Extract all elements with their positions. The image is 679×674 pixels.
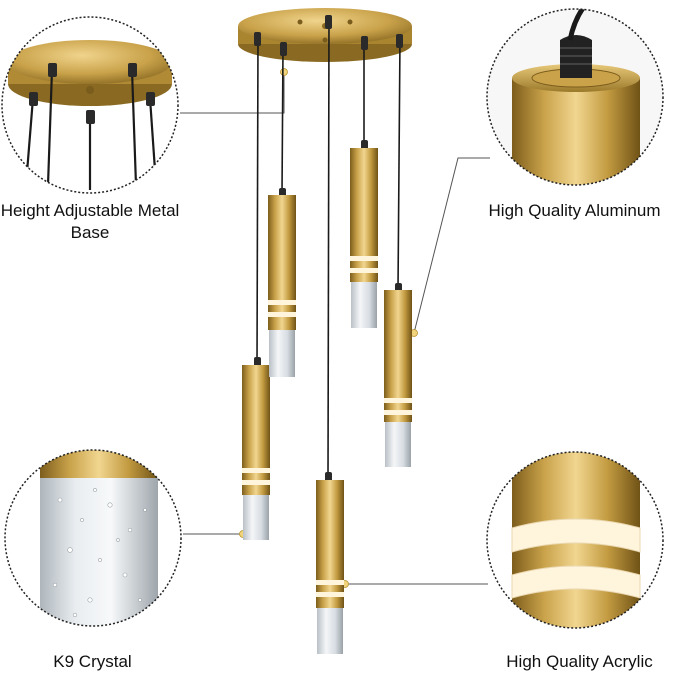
label-metal-base: Height Adjustable Metal Base — [0, 201, 180, 242]
pendant-2 — [268, 195, 296, 377]
label-acrylic: High Quality Acrylic — [506, 652, 653, 671]
cords — [256, 17, 401, 481]
pendant-5 — [384, 290, 412, 467]
bubble-crystal-closeup-icon — [4, 449, 182, 627]
brass-canopy-closeup-icon — [1, 16, 179, 194]
pendant-3 — [316, 480, 344, 654]
pendant-1 — [242, 365, 270, 540]
label-k9-crystal: K9 Crystal — [53, 652, 132, 671]
pendant-top-closeup-icon — [486, 8, 664, 186]
leader-lines — [180, 72, 490, 585]
canopy — [238, 8, 412, 62]
pendant-4 — [350, 148, 378, 328]
label-aluminum: High Quality Aluminum — [488, 201, 661, 220]
acrylic-ring-closeup-icon — [486, 451, 664, 629]
